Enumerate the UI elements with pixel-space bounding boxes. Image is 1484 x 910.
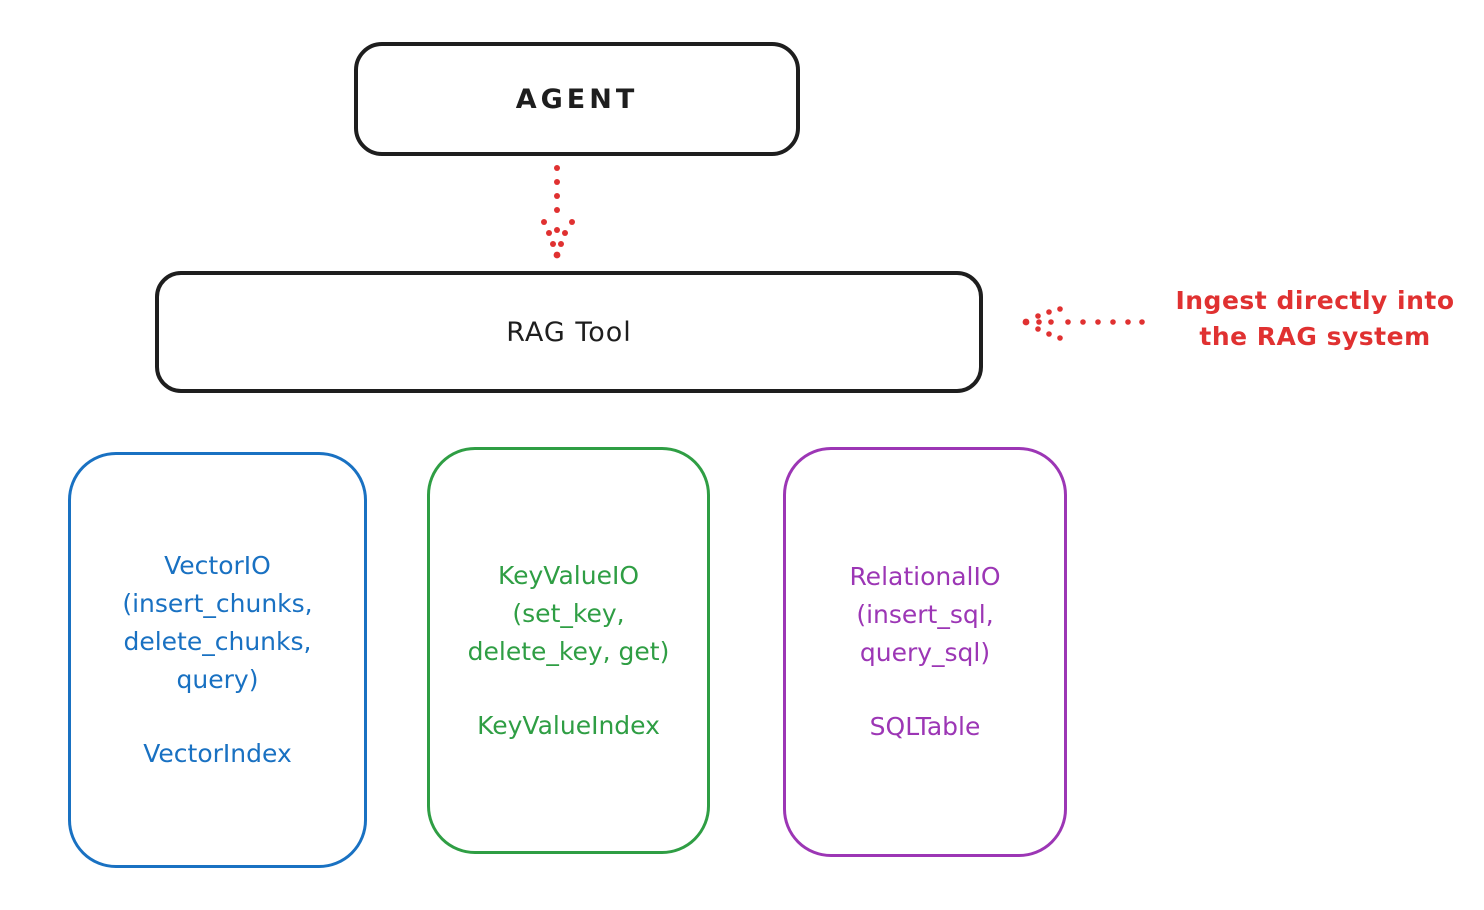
vector-index-label: VectorIndex xyxy=(143,739,292,768)
key-value-index-label: KeyValueIndex xyxy=(477,710,660,740)
agent-to-ragtool-arrow-icon xyxy=(541,165,575,259)
vector-io-node: VectorIO (insert_chunks, delete_chunks, … xyxy=(68,452,367,868)
agent-label: AGENT xyxy=(515,83,639,115)
annotation-text: Ingest directly into the RAG system xyxy=(1175,286,1455,351)
rag-tool-label: RAG Tool xyxy=(506,316,632,348)
sql-table-label: SQLTable xyxy=(869,712,981,741)
agent-node: AGENT xyxy=(354,42,800,156)
key-value-io-node: KeyValueIO (set_key, delete_key, get) Ke… xyxy=(427,447,710,854)
rag-tool-node: RAG Tool xyxy=(155,271,983,393)
vector-io-methods: VectorIO (insert_chunks, delete_chunks, … xyxy=(122,551,313,694)
key-value-io-methods: KeyValueIO (set_key, delete_key, get) xyxy=(467,560,670,666)
annotation-arrow-icon xyxy=(1022,306,1145,341)
relational-io-node: RelationalIO (insert_sql, query_sql) SQL… xyxy=(783,447,1067,857)
relational-io-methods: RelationalIO (insert_sql, query_sql) xyxy=(849,562,1001,667)
